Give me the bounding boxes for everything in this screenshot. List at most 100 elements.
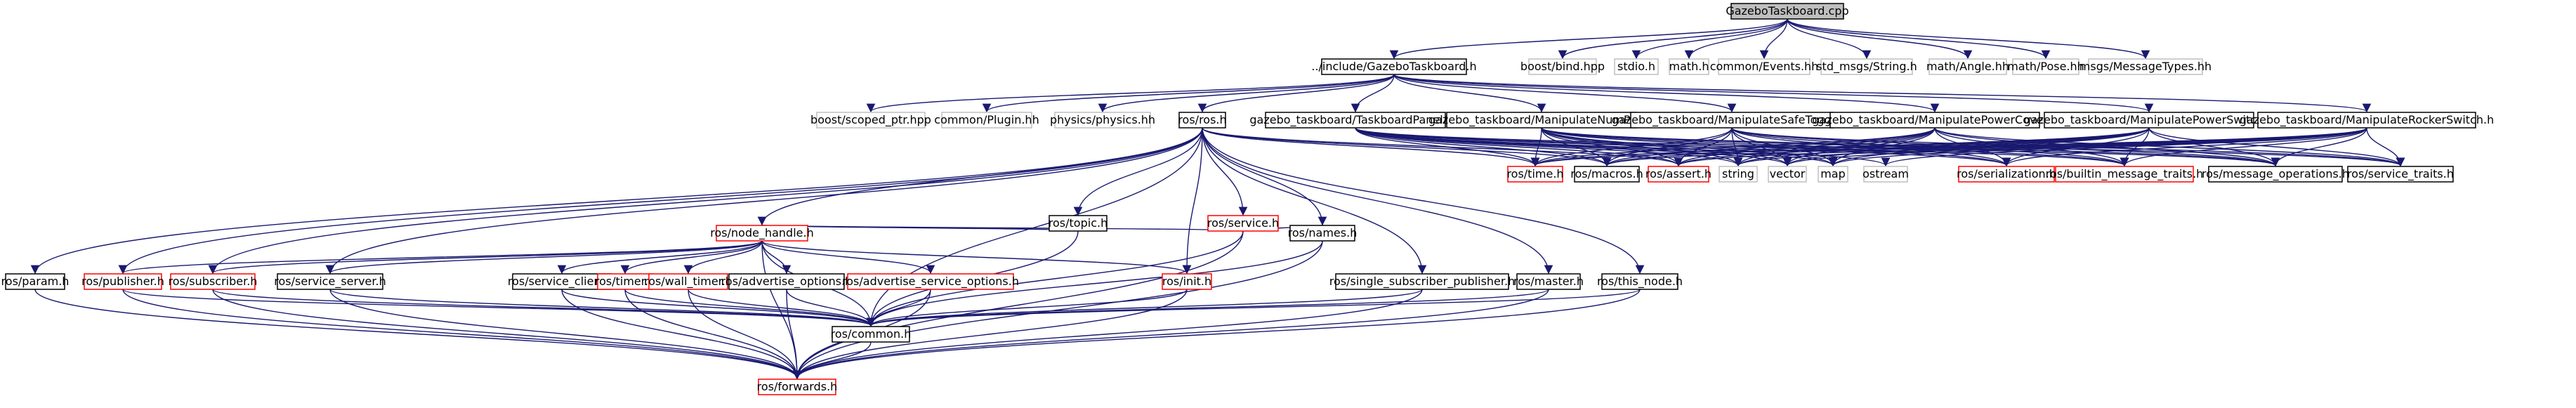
- node-label-srvclient: ros/service_client.h: [508, 275, 616, 289]
- edge-rocker-to-serialization: [2002, 127, 2367, 167]
- node-box-srvtraits: [2347, 166, 2454, 183]
- node-label-macros: ros/macros.h: [1570, 167, 1643, 180]
- node-forwards[interactable]: ros/forwards.h: [757, 379, 838, 395]
- node-label-root: GazeboTaskboard.cpp: [1726, 4, 1848, 18]
- node-events[interactable]: common/Events.hh: [1710, 58, 1819, 75]
- node-time[interactable]: ros/time.h: [1506, 166, 1564, 183]
- node-powerswitch[interactable]: gazebo_taskboard/ManipulatePowerSwitch.h: [2024, 112, 2275, 129]
- node-label-scoped: boost/scoped_ptr.hpp: [810, 113, 931, 127]
- node-box-ros_h: [1178, 112, 1226, 129]
- edge-root-to-stdio: [1631, 18, 1788, 60]
- node-box-msgops: [2208, 166, 2343, 183]
- node-label-msgops: ros/message_operations.h: [2202, 167, 2349, 181]
- node-vector[interactable]: vector: [1768, 166, 1807, 183]
- node-walltimer[interactable]: ros/wall_timer.h: [644, 273, 732, 290]
- edge-singlepub-to-forwards: [792, 289, 1423, 380]
- node-box-root: [1730, 3, 1844, 20]
- node-box-vector: [1768, 166, 1807, 183]
- node-builtin[interactable]: ros/builtin_message_traits.h: [2046, 166, 2204, 183]
- node-subscriber[interactable]: ros/subscriber.h: [169, 273, 258, 290]
- node-string[interactable]: string: [1719, 166, 1758, 183]
- node-stdio[interactable]: stdio.h: [1614, 58, 1659, 75]
- edge-thisnode-to-forwards: [792, 289, 1641, 380]
- node-srvtraits[interactable]: ros/service_traits.h: [2347, 166, 2454, 183]
- node-box-time: [1507, 166, 1563, 183]
- node-assert[interactable]: ros/assert.h: [1645, 166, 1711, 183]
- edge-walltimer-to-forwards: [688, 289, 802, 380]
- node-plugin[interactable]: common/Plugin.hh: [934, 112, 1039, 129]
- node-math_h[interactable]: math.h: [1669, 58, 1709, 75]
- node-advopts[interactable]: ros/advertise_options.h: [721, 273, 853, 290]
- node-scoped[interactable]: boost/scoped_ptr.hpp: [810, 112, 931, 129]
- node-names[interactable]: ros/names.h: [1288, 225, 1358, 242]
- node-label-topic: ros/topic.h: [1049, 216, 1108, 230]
- node-label-walltimer: ros/wall_timer.h: [644, 275, 732, 289]
- node-label-srvserver: ros/service_server.h: [274, 275, 386, 289]
- node-msgops[interactable]: ros/message_operations.h: [2202, 166, 2349, 183]
- node-boost_bind[interactable]: boost/bind.hpp: [1520, 58, 1605, 75]
- node-label-plugin: common/Plugin.hh: [934, 113, 1039, 126]
- node-master[interactable]: ros/master.h: [1513, 273, 1584, 290]
- node-box-builtin: [2055, 166, 2194, 183]
- node-panel[interactable]: gazebo_taskboard/TaskboardPanelA.h: [1249, 112, 1461, 129]
- node-pose[interactable]: math/Pose.hh: [2007, 58, 2084, 75]
- node-root[interactable]: GazeboTaskboard.cpp: [1726, 3, 1849, 20]
- node-label-stdio: stdio.h: [1617, 60, 1655, 73]
- edge-names-to-common: [866, 240, 1323, 327]
- node-serialization[interactable]: ros/serialization.h: [1957, 166, 2056, 183]
- node-label-string: string: [1722, 167, 1754, 180]
- edge-powercover-to-srvtraits: [1934, 127, 2405, 167]
- node-advsrvopts[interactable]: ros/advertise_service_options.h: [842, 273, 1019, 290]
- node-label-std_string: std_msgs/String.h: [1816, 60, 1917, 74]
- node-physics[interactable]: physics/physics.hh: [1050, 112, 1155, 129]
- edge-root-to-events: [1759, 18, 1788, 60]
- node-label-ros_h: ros/ros.h: [1178, 113, 1226, 126]
- node-publisher[interactable]: ros/publisher.h: [81, 273, 164, 290]
- node-thisnode[interactable]: ros/this_node.h: [1597, 273, 1683, 290]
- edge-gtb_h-to-rocker: [1393, 74, 2371, 113]
- node-map[interactable]: map: [1818, 166, 1848, 183]
- edge-root-to-pose: [1787, 18, 2051, 60]
- node-safetoggle[interactable]: gazebo_taskboard/ManipulateSafeToggle.h: [1612, 112, 1852, 129]
- node-nodehandle[interactable]: ros/node_handle.h: [710, 225, 814, 242]
- node-service[interactable]: ros/service.h: [1207, 215, 1279, 232]
- node-box-gtb_h: [1321, 58, 1467, 75]
- node-msgtypes[interactable]: msgs/MessageTypes.hh: [2079, 58, 2212, 75]
- node-srvclient[interactable]: ros/service_client.h: [508, 273, 616, 290]
- node-label-math_h: math.h: [1669, 60, 1709, 73]
- edge-safetoggle-to-time: [1530, 127, 1733, 167]
- node-rocker[interactable]: gazebo_taskboard/ManipulateRockerSwitch.…: [2240, 112, 2495, 129]
- node-label-powercover: gazebo_taskboard/ManipulatePowerCover.h: [1812, 113, 2057, 127]
- node-param[interactable]: ros/param.h: [1, 273, 70, 290]
- node-common[interactable]: ros/common.h: [831, 326, 912, 343]
- node-topic[interactable]: ros/topic.h: [1049, 215, 1108, 232]
- edge-srvclient-to-common: [561, 289, 876, 327]
- node-gtb_h[interactable]: ../include/GazeboTaskboard.h: [1311, 58, 1477, 75]
- node-box-subscriber: [170, 273, 256, 290]
- node-label-events: common/Events.hh: [1710, 60, 1819, 73]
- node-init[interactable]: ros/init.h: [1162, 273, 1212, 290]
- edge-init-to-forwards: [792, 289, 1188, 380]
- node-label-gtb_h: ../include/GazeboTaskboard.h: [1311, 60, 1476, 73]
- node-label-srvtraits: ros/service_traits.h: [2347, 167, 2454, 181]
- edge-panel-to-msgops: [1355, 127, 2280, 167]
- node-angle[interactable]: math/Angle.hh: [1926, 58, 2009, 75]
- node-box-boost_bind: [1528, 58, 1597, 75]
- node-label-rocker: gazebo_taskboard/ManipulateRockerSwitch.…: [2240, 113, 2495, 127]
- edge-nodehandle-to-srvclient: [557, 240, 763, 275]
- node-macros[interactable]: ros/macros.h: [1570, 166, 1643, 183]
- node-powercover[interactable]: gazebo_taskboard/ManipulatePowerCover.h: [1812, 112, 2058, 129]
- node-singlepub[interactable]: ros/single_subscriber_publisher.h: [1329, 273, 1515, 290]
- node-box-macros: [1574, 166, 1640, 183]
- edge-powerswitch-to-macros: [1603, 127, 2150, 167]
- node-ros_h[interactable]: ros/ros.h: [1178, 112, 1227, 129]
- node-std_string[interactable]: std_msgs/String.h: [1816, 58, 1917, 75]
- node-box-names: [1289, 225, 1355, 242]
- node-srvserver[interactable]: ros/service_server.h: [274, 273, 386, 290]
- edge-powerswitch-to-assert: [1674, 127, 2150, 167]
- node-ostream[interactable]: ostream: [1862, 166, 1909, 183]
- node-box-publisher: [84, 273, 162, 290]
- node-label-numpad: gazebo_taskboard/ManipulateNumPad.h: [1428, 113, 1655, 127]
- node-box-common: [832, 326, 910, 343]
- node-label-names: ros/names.h: [1288, 226, 1358, 239]
